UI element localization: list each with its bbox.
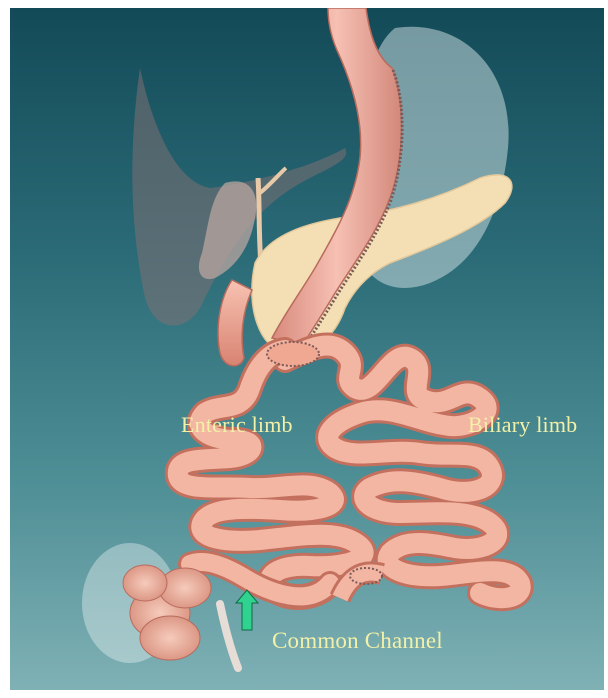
common-channel-arrow bbox=[10, 8, 604, 690]
arrow-up-icon bbox=[236, 590, 258, 630]
diagram-background: Enteric limb Biliary limb Common Channel bbox=[10, 8, 604, 690]
